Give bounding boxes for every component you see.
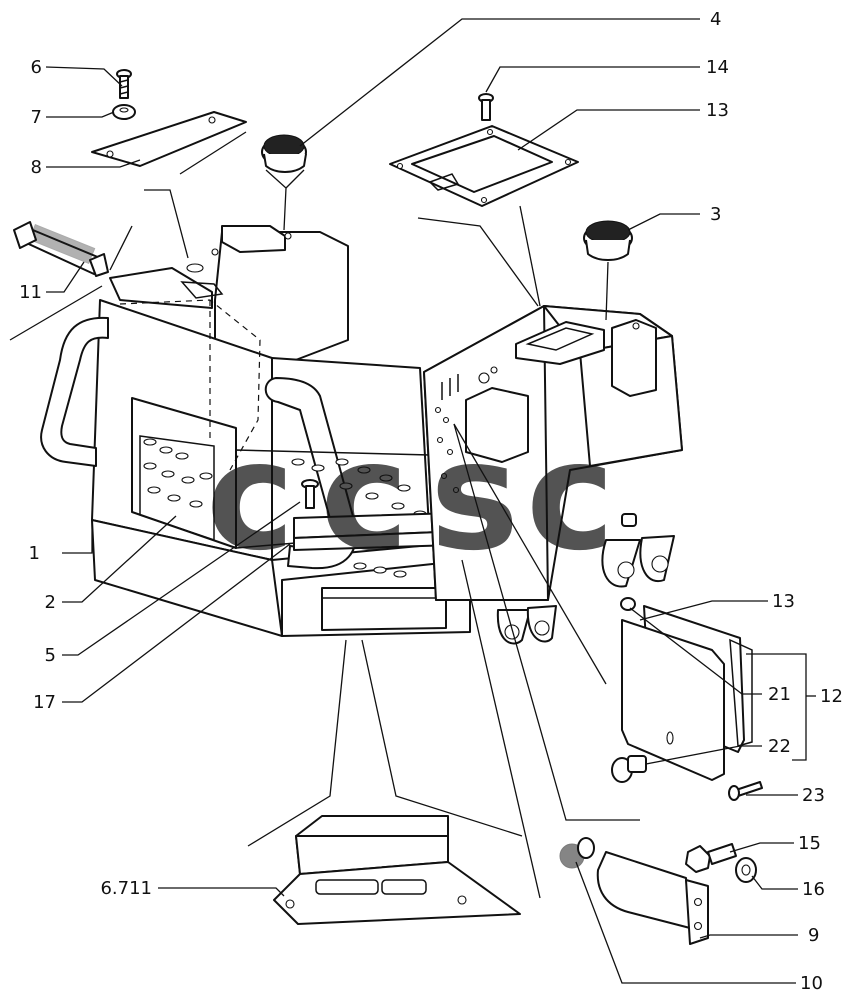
callout-11: 11 xyxy=(19,282,42,303)
watermark-letter-3: s xyxy=(430,410,519,584)
callout-14: 14 xyxy=(706,57,729,78)
callout-16: 16 xyxy=(802,879,825,900)
callout-1: 1 xyxy=(29,543,40,564)
perforated-floor-holes xyxy=(143,438,427,578)
watermark-letter-4: c xyxy=(526,410,615,584)
knob-10 xyxy=(559,837,595,869)
screw-14 xyxy=(478,93,494,121)
screw-23 xyxy=(728,781,763,801)
bracket-6711 xyxy=(273,815,521,925)
washer-16 xyxy=(735,857,757,883)
callout-4: 4 xyxy=(710,9,721,30)
callout-labels: 1 2 3 4 5 6 7 8 9 10 11 12 13 13 14 15 1… xyxy=(19,9,843,994)
callout-5: 5 xyxy=(45,645,56,666)
callout-12: 12 xyxy=(820,686,843,707)
callout-8: 8 xyxy=(31,157,42,178)
callout-13-right: 13 xyxy=(772,591,795,612)
callout-17: 17 xyxy=(33,692,56,713)
callout-22: 22 xyxy=(768,736,791,757)
gasket-13-top xyxy=(389,125,579,207)
leader-lines xyxy=(9,18,816,984)
left-box-assembly xyxy=(40,225,471,637)
callout-6: 6 xyxy=(31,57,42,78)
callout-3: 3 xyxy=(710,204,721,225)
cover-12 xyxy=(611,597,753,783)
cover-plate-8 xyxy=(91,111,247,167)
callout-10: 10 xyxy=(800,973,823,994)
callout-2: 2 xyxy=(45,592,56,613)
right-box-assembly xyxy=(423,305,683,645)
nut-7 xyxy=(112,104,136,120)
watermark-letter-2: c xyxy=(320,410,409,584)
callout-15: 15 xyxy=(798,833,821,854)
bolt-15 xyxy=(685,843,737,873)
cap-3 xyxy=(583,220,633,261)
screw-6 xyxy=(116,69,132,99)
watermark-letter-1: c xyxy=(206,410,295,584)
screw-5 xyxy=(301,479,319,509)
bracket-9 xyxy=(596,851,709,945)
strap-11 xyxy=(13,221,109,277)
callout-13-top: 13 xyxy=(706,100,729,121)
callout-6711: 6.711 xyxy=(100,878,152,899)
callout-21: 21 xyxy=(768,684,791,705)
watermark-logo: c c s c xyxy=(206,410,615,584)
callout-7: 7 xyxy=(31,107,42,128)
callout-9: 9 xyxy=(808,925,819,946)
cap-4 xyxy=(261,134,307,173)
callout-23: 23 xyxy=(802,785,825,806)
